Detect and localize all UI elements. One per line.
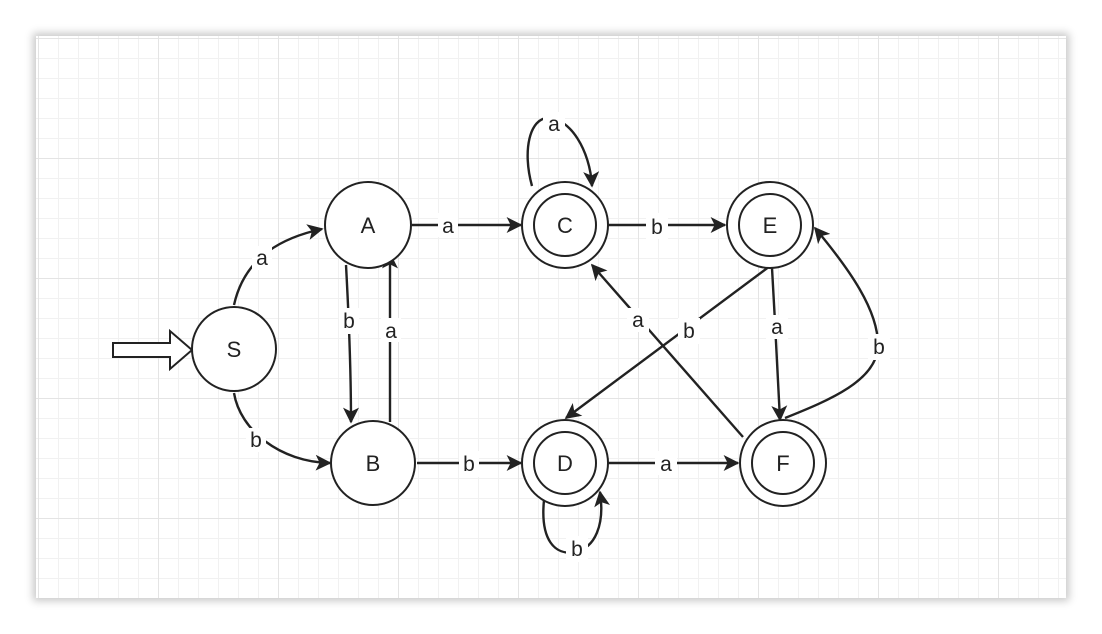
state-c-label: C xyxy=(557,213,573,238)
label-e-f: a xyxy=(771,316,783,339)
label-f-c: a xyxy=(632,309,644,332)
state-s: S xyxy=(191,306,277,392)
label-d-d: b xyxy=(571,538,583,561)
state-b: B xyxy=(330,420,416,506)
label-s-b: b xyxy=(250,429,262,452)
state-d: D xyxy=(521,419,609,507)
label-b-a: a xyxy=(385,320,397,343)
label-c-e: b xyxy=(651,216,663,239)
state-c: C xyxy=(521,181,609,269)
state-d-label: D xyxy=(557,451,573,476)
edge-e-d xyxy=(564,265,771,419)
edge-s-a xyxy=(232,224,324,306)
edge-a-b xyxy=(342,264,359,424)
state-f: F xyxy=(739,419,827,507)
label-c-c: a xyxy=(548,113,560,136)
state-f-label: F xyxy=(776,451,789,476)
label-f-e: b xyxy=(873,336,885,359)
label-b-d: b xyxy=(463,453,475,476)
label-e-d: b xyxy=(683,320,695,343)
edge-e-f xyxy=(770,267,788,422)
label-s-a: a xyxy=(256,247,268,270)
state-b-label: B xyxy=(366,451,381,476)
edge-f-c xyxy=(590,263,744,438)
state-s-label: S xyxy=(227,337,242,362)
state-e: E xyxy=(726,181,814,269)
label-d-f: a xyxy=(660,453,672,476)
start-arrow xyxy=(112,328,194,372)
label-a-b: b xyxy=(343,310,355,333)
state-e-label: E xyxy=(763,213,778,238)
state-a: A xyxy=(324,181,412,269)
state-a-label: A xyxy=(361,213,376,238)
label-a-c: a xyxy=(442,215,454,238)
